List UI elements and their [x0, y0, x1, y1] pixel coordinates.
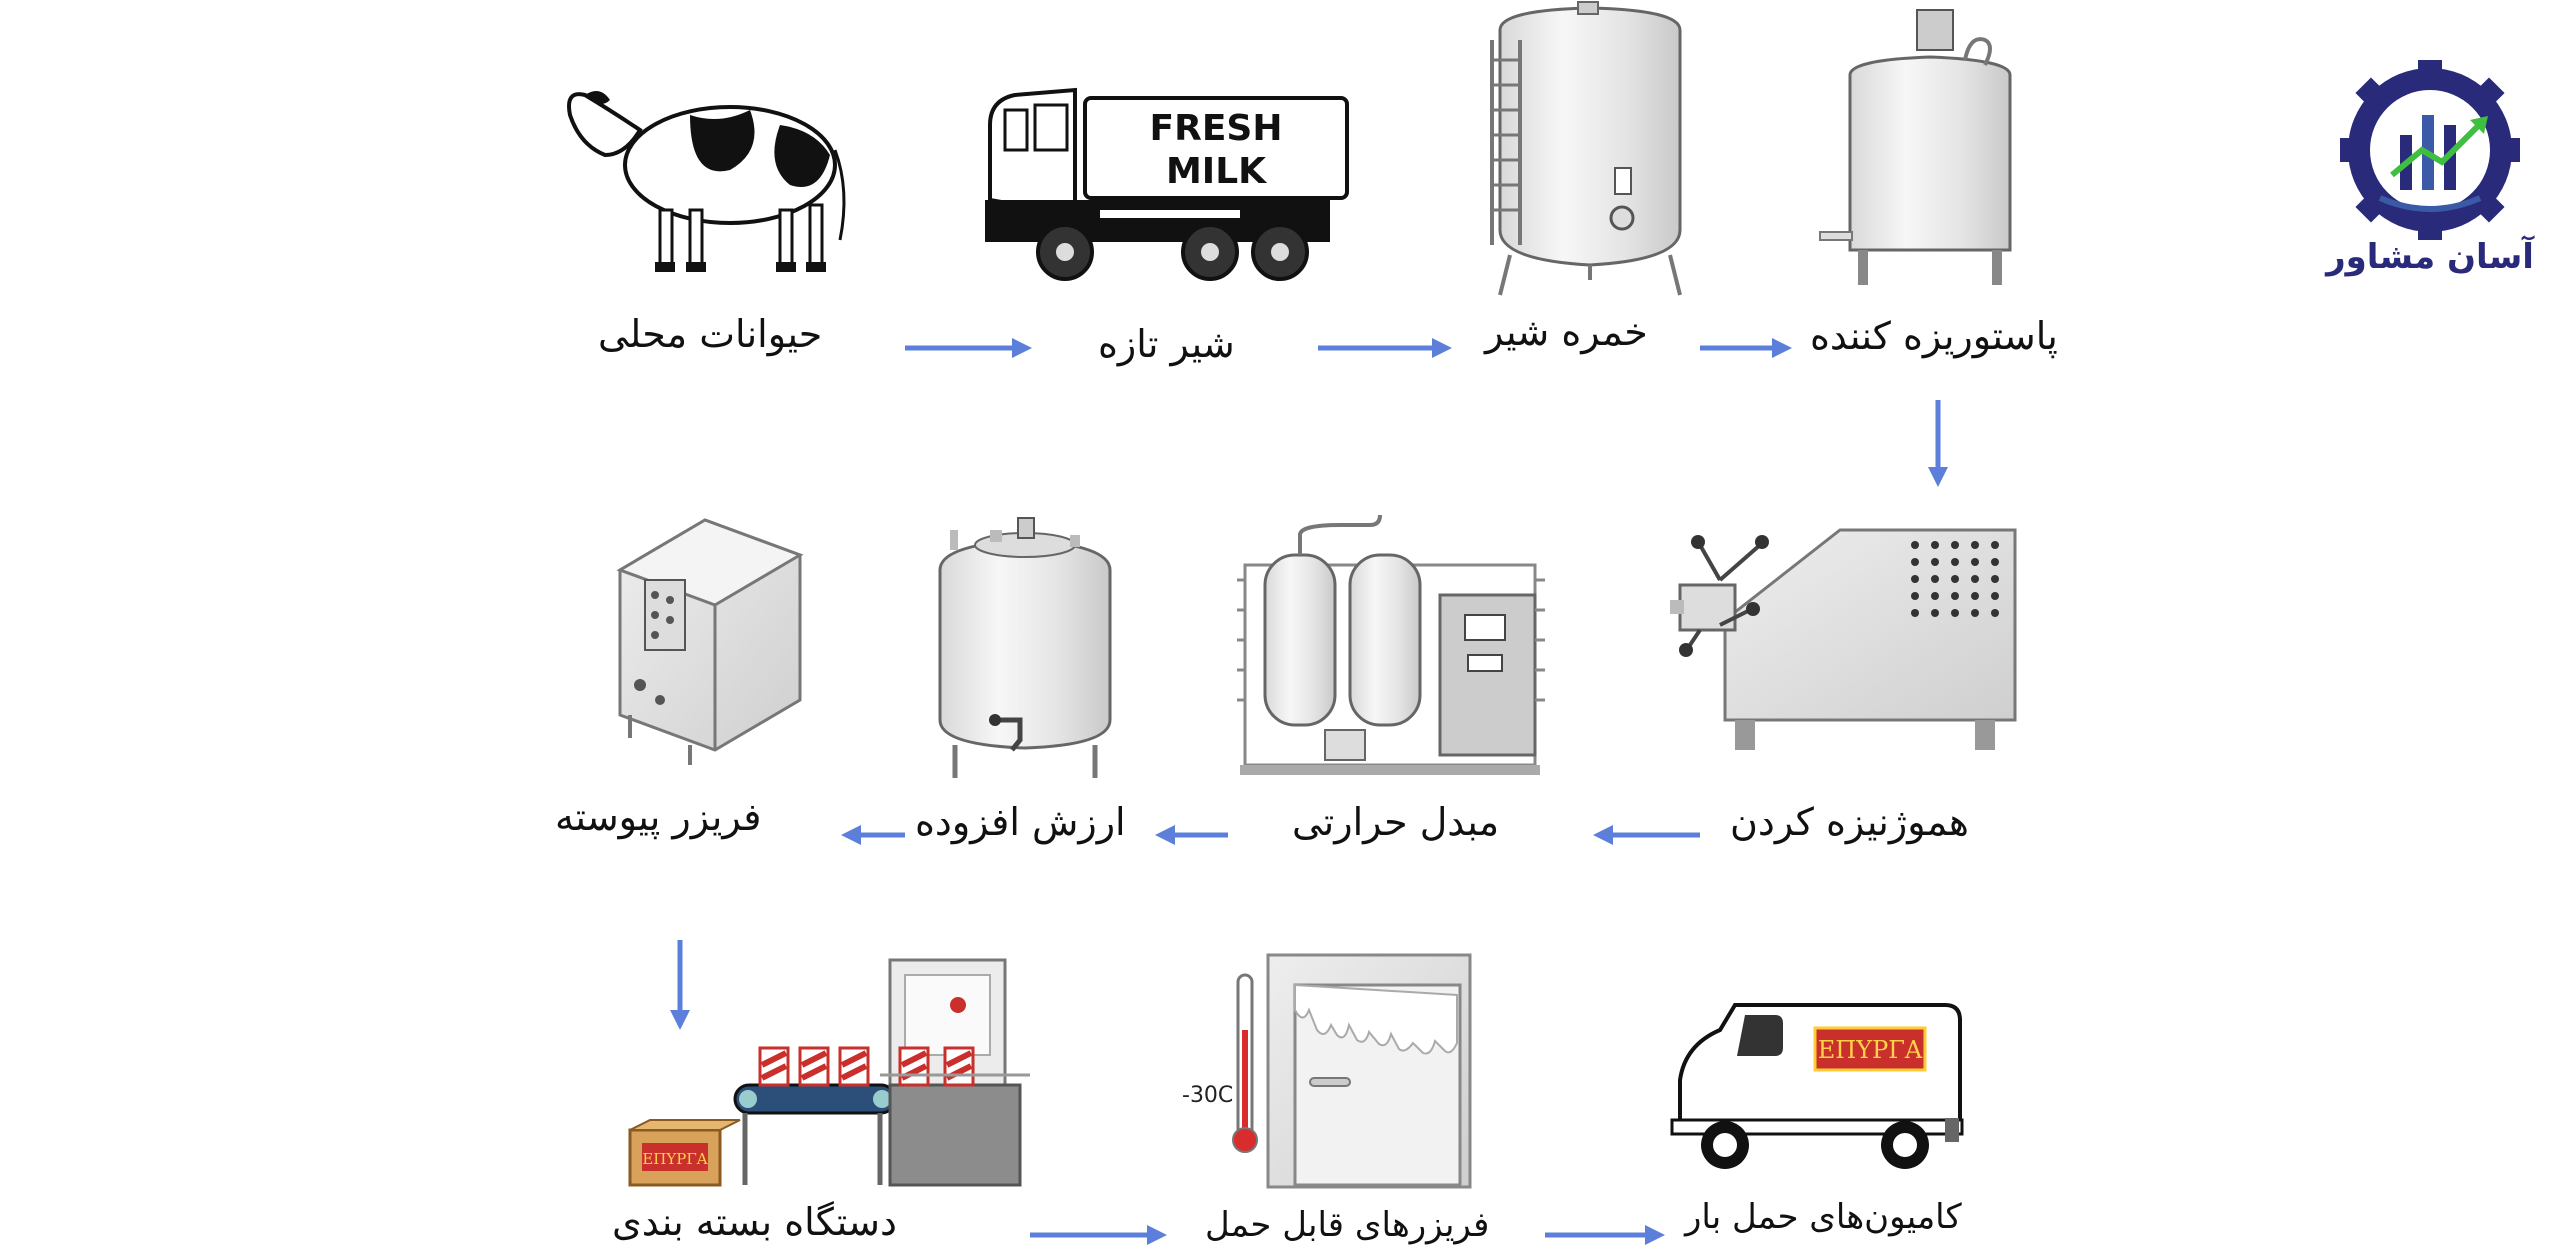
milk-truck-icon: FRESH MILK — [985, 87, 1349, 281]
cow-icon — [567, 91, 846, 272]
ice-cream-cups — [758, 1046, 870, 1087]
truck-brand-label: ΕΠΥΡΓΑ — [1818, 1036, 1923, 1064]
label-homogenize: هموژنیزه کردن — [1730, 800, 1969, 844]
heat-exchanger-icon — [1237, 514, 1545, 775]
truck-sign-line2: MILK — [1166, 151, 1267, 192]
continuous-freezer-icon — [616, 518, 804, 765]
freezer-room-icon — [1266, 953, 1472, 1189]
label-animals: حیوانات محلی — [598, 312, 823, 356]
company-logo: آسان مشاور — [2324, 60, 2535, 277]
arrow-packaging-to-freezers — [1030, 1225, 1167, 1245]
label-pasteurizer: پاستوریزه کننده — [1810, 314, 2058, 358]
arrow-milk-to-tank — [1318, 338, 1452, 358]
label-trucks: کامیون‌های حمل بار — [1685, 1197, 1962, 1237]
label-heat-exchanger: مبدل حرارتی — [1292, 800, 1500, 844]
arrow-homogenize-to-exchanger — [1593, 825, 1700, 845]
arrow-freezers-to-trucks — [1545, 1225, 1665, 1245]
arrow-tank-to-pasteurizer — [1700, 338, 1792, 358]
arrow-exchanger-to-value — [1155, 825, 1228, 845]
label-fresh-milk: شیر تازه — [1098, 322, 1235, 366]
mixing-tank-icon — [938, 517, 1112, 778]
logo-text: آسان مشاور — [2324, 235, 2535, 277]
arrow-freezer-to-packaging — [670, 940, 690, 1030]
delivery-truck-icon: ΕΠΥΡΓΑ — [1670, 1003, 1964, 1169]
pasteurizer-icon — [1819, 9, 2012, 285]
arrow-pasteurizer-to-homogenize — [1928, 400, 1948, 487]
homogenizer-icon — [1670, 528, 2017, 750]
truck-sign-line1: FRESH — [1150, 108, 1283, 149]
label-value-added: ارزش افزوده — [915, 800, 1126, 844]
label-portable-freezers: فریزرهای قابل حمل — [1205, 1205, 1490, 1245]
label-packaging: دستگاه بسته بندی — [612, 1200, 897, 1244]
label-milk-tank: خمره شیر — [1485, 310, 1648, 354]
thermometer-icon: -30C — [1182, 973, 1258, 1153]
label-freezer: فریزر پیوسته — [555, 795, 762, 839]
arrow-animals-to-milk — [905, 338, 1032, 358]
packaging-machine-icon: ΕΠΥΡΓΑ — [628, 958, 1030, 1187]
box-brand-label: ΕΠΥΡΓΑ — [642, 1150, 707, 1168]
milk-tank-icon — [1490, 1, 1682, 296]
arrow-value-to-freezer — [841, 825, 905, 845]
thermometer-label: -30C — [1182, 1083, 1233, 1108]
